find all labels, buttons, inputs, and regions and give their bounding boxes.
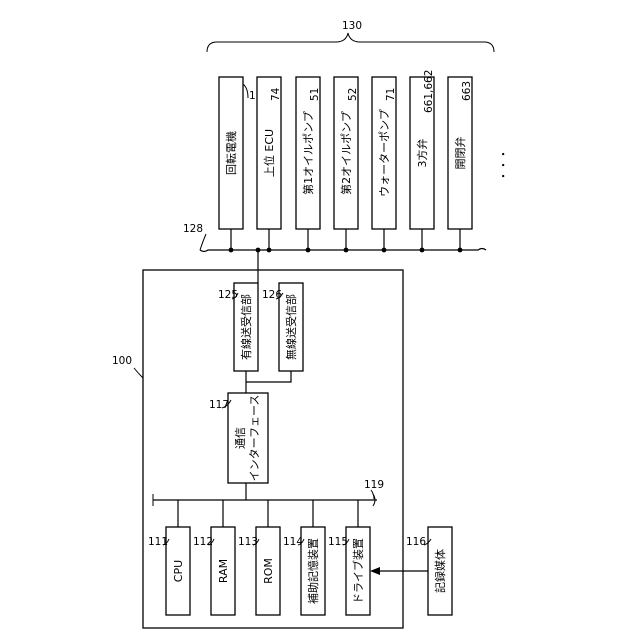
device-three-way-valve-label: 3方弁	[415, 139, 429, 168]
ram-label: RAM	[217, 559, 230, 583]
rom-label: ROM	[262, 558, 275, 584]
device-open-close-valve: 開閉弁 663	[448, 77, 473, 229]
device-ecu-label: 上位 ECU	[262, 129, 276, 177]
ref-ecu: 74	[270, 87, 282, 101]
wireless-transceiver-label: 無線送受信部	[284, 294, 298, 360]
ref-motor: 1	[249, 90, 256, 102]
cpu-label: CPU	[172, 560, 185, 582]
ref-water-pump: 71	[385, 88, 397, 101]
ref-oil-pump-2: 52	[347, 88, 359, 101]
ref-comm: 117	[209, 399, 229, 411]
device-oil-pump-1: 第1オイルポンプ 51	[296, 77, 321, 229]
ref-three-way-valve: 661,662	[423, 70, 435, 113]
ref-cpu: 111	[148, 536, 168, 548]
device-three-way-valve: 3方弁 661,662	[410, 70, 435, 229]
device-bus	[200, 249, 486, 252]
device-oil-pump-2: 第2オイルポンプ 52	[334, 77, 359, 229]
device-oil-pump-1-label: 第1オイルポンプ	[301, 111, 315, 195]
device-open-close-valve-label: 開閉弁	[453, 137, 467, 170]
auxiliary-storage-label: 補助記憶装置	[306, 538, 320, 604]
ref-computer: 100	[112, 355, 132, 367]
ref-drive: 115	[328, 536, 348, 548]
more-devices-ellipsis: ・・・	[497, 149, 510, 182]
device-oil-pump-2-label: 第2オイルポンプ	[339, 111, 353, 195]
ref-wireless: 126	[262, 289, 282, 301]
ref-wired: 125	[218, 289, 238, 301]
group-brace	[207, 33, 494, 52]
ref-oil-pump-1: 51	[309, 88, 321, 101]
device-motor-label: 回転電機	[224, 131, 238, 175]
ref-aux: 114	[283, 536, 303, 548]
recording-medium-label: 記録媒体	[433, 549, 447, 593]
ref-bus: 128	[183, 223, 203, 235]
device-water-pump: ウォーターポンプ 71	[372, 77, 397, 229]
device-bus-taps	[229, 229, 463, 252]
ref-media: 116	[406, 536, 426, 548]
ref-ram: 112	[193, 536, 213, 548]
ref-rom: 113	[238, 536, 258, 548]
ref-open-close-valve: 663	[461, 81, 473, 101]
wired-transceiver-label: 有線送受信部	[239, 294, 253, 360]
drive-device-label: ドライブ装置	[351, 538, 365, 604]
communication-interface-label-1: 通信	[234, 427, 247, 449]
device-water-pump-label: ウォーターポンプ	[378, 109, 391, 197]
ref-group: 130	[342, 20, 362, 32]
device-motor: 回転電機 1	[219, 77, 256, 229]
device-ecu: 上位 ECU 74	[257, 77, 282, 229]
communication-interface-label-2: インターフェース	[248, 395, 261, 482]
ref-internal-bus: 119	[364, 479, 384, 491]
